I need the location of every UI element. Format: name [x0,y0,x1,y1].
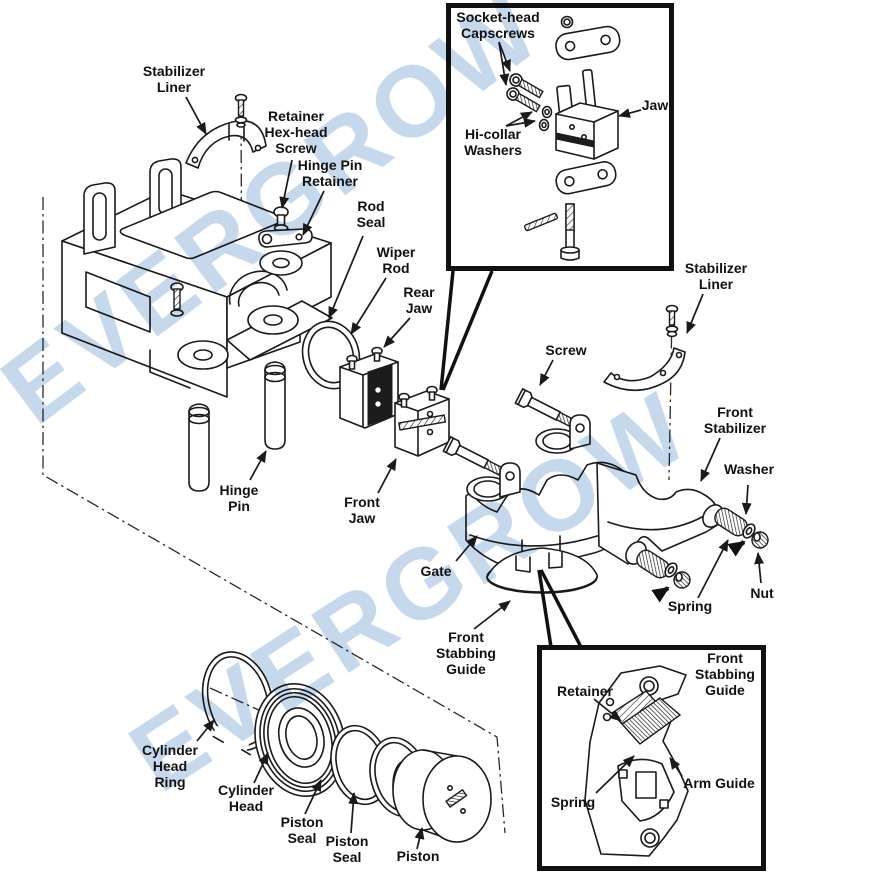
cylinder-head-ring-part [201,651,275,764]
inset-jaw-detail-box [439,3,674,391]
label-piston-seal-upper: Piston Seal [280,814,324,846]
label-jaw: Jaw [641,97,669,113]
label-piston-seal-lower: Piston Seal [325,833,369,865]
hi-collar-washers-part [538,105,553,132]
hinge-pin-left-part [188,403,210,492]
assembly-direction-arrows [651,540,746,603]
cylinder-head-part [254,682,346,798]
leader-lines [185,41,765,850]
label-stabilizer-liner-right: Stabilizer Liner [684,260,748,292]
label-inset-retainer: Retainer [556,683,614,699]
label-front-stabbing-guide: Front Stabbing Guide [436,629,496,677]
label-cylinder-head: Cylinder Head [217,782,275,814]
label-socket-head-capscrews: Socket-head Capscrews [456,9,540,41]
washer-upper-part [742,523,756,539]
main-frame [61,158,333,398]
label-rear-jaw: Rear Jaw [403,284,435,316]
label-rod-seal: Rod Seal [356,198,386,230]
label-inset-front-stabbing-guide: Front Stabbing Guide [695,650,755,698]
label-washer: Washer [723,461,775,477]
liner-screw-right [665,304,679,338]
label-spring: Spring [667,598,713,614]
jaw-bottom-link-plate [555,161,617,195]
label-retainer-hex-head-screw: Retainer Hex-head Screw [264,108,328,156]
front-jaw-part [394,385,450,457]
gate-screw-lower [442,436,504,476]
label-cylinder-head-ring: Cylinder Head Ring [141,742,199,790]
label-nut: Nut [750,585,774,601]
label-inset-arm-guide: Arm Guide [683,775,755,791]
jaw-block [555,102,619,160]
jaw-top-link-plate [555,25,621,61]
label-inset-spring: Spring [550,794,596,810]
liner-screw-left [234,93,248,128]
socket-head-capscrews-part [506,73,544,113]
jaw-bolt [560,203,580,261]
stabilizer-liner-right-part [603,347,686,391]
label-wiper-rod: Wiper Rod [376,244,416,276]
hinge-pin-right-part [264,361,286,450]
label-piston: Piston [396,848,440,864]
inset-guide-detail-box [537,569,766,871]
nut-upper-part [751,531,769,549]
label-hinge-pin: Hinge Pin [219,482,259,514]
hinge-pin-retainer-part [258,228,313,248]
label-screw: Screw [545,342,587,358]
label-front-jaw: Front Jaw [344,494,380,526]
washer-lower-part [664,562,678,578]
stabilizer-liner-left-part [185,119,267,169]
label-front-stabilizer: Front Stabilizer [703,404,767,436]
jaw-dowel-pin [524,212,558,232]
label-hinge-pin-retainer: Hinge Pin Retainer [297,157,363,189]
label-hi-collar-washers: Hi-collar Washers [464,126,522,158]
gate-part [465,414,628,572]
label-gate: Gate [420,563,452,579]
arm-guide-part [617,758,675,822]
piston-part [392,749,492,843]
frame-mount-screw [170,282,184,317]
nut-lower-part [673,571,691,589]
guide-spring-part [620,697,682,745]
label-stabilizer-liner-left: Stabilizer Liner [142,63,206,95]
rear-jaw-part [339,346,399,429]
